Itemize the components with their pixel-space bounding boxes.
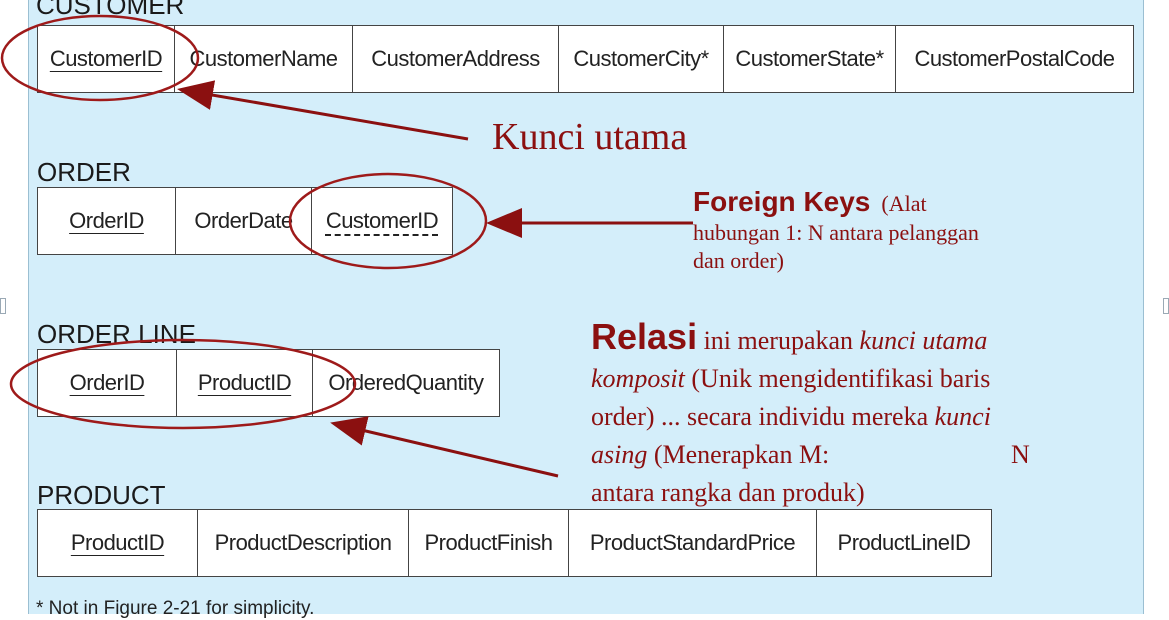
foreign-key-text-1: (Alat <box>881 191 927 216</box>
relation-text-6: antara rangka dan produk) <box>591 478 865 507</box>
order-table: OrderID OrderDate CustomerID <box>37 187 453 255</box>
footnote: * Not in Figure 2-21 for simplicity. <box>36 598 315 619</box>
product-attr-productfinish: ProductFinish <box>409 510 569 576</box>
relation-annotation: Relasi ini merupakan kunci utama komposi… <box>591 318 1111 512</box>
relation-text-1: ini merupakan <box>703 326 854 355</box>
customer-attr-customerpostalcode: CustomerPostalCode <box>914 46 1115 71</box>
relation-italic-2: komposit <box>591 364 685 393</box>
product-attr-productid: ProductID <box>38 510 198 576</box>
customer-attr-customername: CustomerName <box>175 26 353 92</box>
order-attr-orderid: OrderID <box>38 188 176 254</box>
relation-italic-4: asing <box>591 440 648 469</box>
order-line-attr-orderid: OrderID <box>38 350 177 416</box>
product-attr-productdescription: ProductDescription <box>198 510 409 576</box>
relation-text-2: (Unik mengidentifikasi baris <box>691 364 991 393</box>
relation-heading: Relasi <box>591 316 698 357</box>
foreign-key-text-2: hubungan 1: N antara pelanggan <box>693 220 979 245</box>
foreign-key-heading: Foreign Keys <box>693 186 871 217</box>
foreign-key-annotation: Foreign Keys (Alat hubungan 1: N antara … <box>693 184 1073 274</box>
order-line-attr-orderedquantity: OrderedQuantity <box>328 370 484 395</box>
relation-text-3: order) ... secara individu mereka <box>591 402 929 431</box>
relation-italic-1: kunci utama <box>859 326 988 355</box>
order-line-table: OrderID ProductID OrderedQuantity <box>37 349 500 417</box>
relation-italic-3: kunci <box>934 402 991 431</box>
order-title: ORDER <box>37 157 131 187</box>
order-attr-customerid: CustomerID <box>325 208 439 233</box>
product-title: PRODUCT <box>37 480 166 510</box>
product-attr-productstandardprice: ProductStandardPrice <box>569 510 817 576</box>
right-edge-handle <box>1163 298 1169 314</box>
left-edge-handle <box>0 298 6 314</box>
order-line-attr-productid: ProductID <box>177 350 313 416</box>
product-table: ProductID ProductDescription ProductFini… <box>37 509 992 577</box>
customer-table: CustomerID CustomerName CustomerAddress … <box>37 25 1134 93</box>
order-line-title: ORDER LINE <box>37 319 196 349</box>
relation-text-4: (Menerapkan M: <box>653 440 830 469</box>
foreign-key-text-3: dan order) <box>693 247 785 273</box>
customer-attr-customerid: CustomerID <box>38 26 175 92</box>
customer-attr-customerstate: CustomerState* <box>724 26 896 92</box>
order-attr-orderdate: OrderDate <box>176 188 312 254</box>
customer-title: CUSTOMER <box>36 0 185 20</box>
primary-key-annotation: Kunci utama <box>492 116 688 158</box>
customer-attr-customercity: CustomerCity* <box>559 26 724 92</box>
product-attr-productlineid: ProductLineID <box>837 530 971 555</box>
customer-attr-customeraddress: CustomerAddress <box>353 26 559 92</box>
relation-text-5: N <box>1011 440 1030 469</box>
